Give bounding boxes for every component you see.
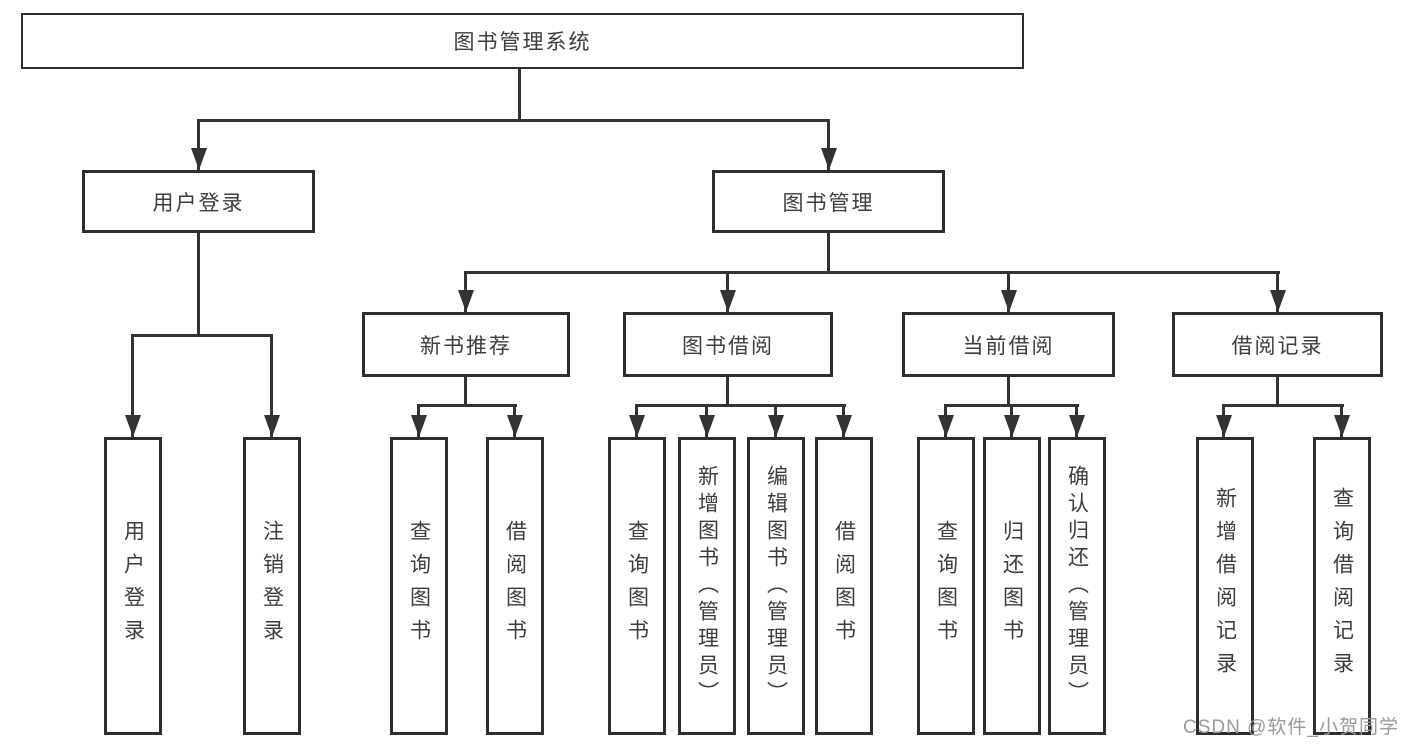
connector-root-split (197, 119, 830, 122)
node-label: 新书推荐 (420, 334, 512, 358)
arrow-to-current-borrowing (1000, 271, 1017, 312)
node-label: 新增图书（管理员） (695, 464, 719, 708)
connector-recommend-split (417, 404, 517, 407)
node-label: 查询图书 (625, 520, 649, 652)
leaf-edit-book-admin: 编辑图书（管理员） (747, 437, 805, 735)
node-label: 借阅记录 (1231, 334, 1324, 358)
node-label: 查询图书 (934, 520, 958, 652)
node-new-book-recommend: 新书推荐 (362, 312, 570, 377)
arrow-borrowing-leaf-2 (698, 404, 715, 437)
leaf-query-books-recommend: 查询图书 (390, 437, 448, 735)
leaf-add-borrow-record: 新增借阅记录 (1196, 437, 1254, 735)
node-label: 借阅图书 (832, 520, 856, 652)
leaf-return-book: 归还图书 (983, 437, 1041, 735)
arrow-recommend-leaf-1 (410, 404, 427, 437)
node-label: 图书管理系统 (453, 31, 592, 54)
node-label: 当前借阅 (962, 334, 1055, 358)
node-label: 确认归还（管理员） (1065, 464, 1089, 708)
arrow-current-leaf-2 (1003, 404, 1020, 437)
arrow-to-borrowing-records (1269, 271, 1286, 312)
leaf-add-book-admin: 新增图书（管理员） (678, 437, 736, 735)
node-label: 用户登录 (121, 520, 145, 652)
connector-book-management-stem (827, 233, 830, 274)
node-label: 图书管理 (782, 191, 875, 215)
node-label: 用户登录 (152, 191, 245, 215)
node-label: 查询图书 (407, 520, 431, 652)
leaf-logout: 注销登录 (243, 437, 301, 735)
connector-user-login-split (131, 334, 273, 337)
arrow-current-leaf-1 (937, 404, 954, 437)
arrow-to-user-login (190, 119, 207, 170)
arrow-recommend-leaf-2 (506, 404, 523, 437)
arrow-borrowing-leaf-4 (835, 404, 852, 437)
arrow-borrowing-leaf-1 (628, 404, 645, 437)
node-user-login: 用户登录 (82, 170, 315, 233)
node-borrowing-records: 借阅记录 (1172, 312, 1383, 377)
connector-borrowing-split (635, 404, 846, 407)
node-book-management: 图书管理 (712, 170, 945, 233)
arrow-current-leaf-3 (1068, 404, 1085, 437)
connector-borrowing-stem (726, 377, 729, 407)
arrow-to-user-login-leaf (124, 334, 141, 437)
leaf-query-borrow-record: 查询借阅记录 (1313, 437, 1371, 735)
connector-records-stem (1276, 377, 1279, 407)
arrow-to-new-book-recommend (457, 271, 474, 312)
node-label: 图书借阅 (682, 334, 774, 358)
node-label: 注销登录 (260, 520, 284, 652)
node-label: 归还图书 (1000, 520, 1024, 652)
connector-current-stem (1007, 377, 1010, 407)
arrow-to-logout-leaf (263, 334, 280, 437)
connector-records-split (1222, 404, 1344, 407)
node-label: 查询借阅记录 (1330, 487, 1354, 685)
leaf-user-login: 用户登录 (104, 437, 162, 735)
node-book-borrowing: 图书借阅 (623, 312, 833, 377)
leaf-query-books-borrowing: 查询图书 (608, 437, 666, 735)
arrow-records-leaf-1 (1215, 404, 1232, 437)
arrow-to-book-management (820, 119, 837, 170)
node-label: 新增借阅记录 (1213, 487, 1237, 685)
connector-root-stem (518, 69, 521, 121)
leaf-borrow-books-borrowing: 借阅图书 (815, 437, 873, 735)
connector-level3-split (464, 271, 1280, 274)
connector-recommend-stem (464, 377, 467, 407)
connector-user-login-stem (197, 233, 200, 335)
leaf-confirm-return-admin: 确认归还（管理员） (1048, 437, 1106, 735)
csdn-watermark: CSDN @软件_小贺同学 (1183, 717, 1399, 738)
node-label: 编辑图书（管理员） (764, 464, 788, 708)
arrow-records-leaf-2 (1333, 404, 1350, 437)
arrow-to-book-borrowing (719, 271, 736, 312)
node-label: 借阅图书 (503, 520, 527, 652)
leaf-query-books-current: 查询图书 (917, 437, 975, 735)
arrow-borrowing-leaf-3 (767, 404, 784, 437)
leaf-borrow-books-recommend: 借阅图书 (486, 437, 544, 735)
node-current-borrowing: 当前借阅 (902, 312, 1115, 377)
node-library-management-system: 图书管理系统 (21, 13, 1024, 69)
